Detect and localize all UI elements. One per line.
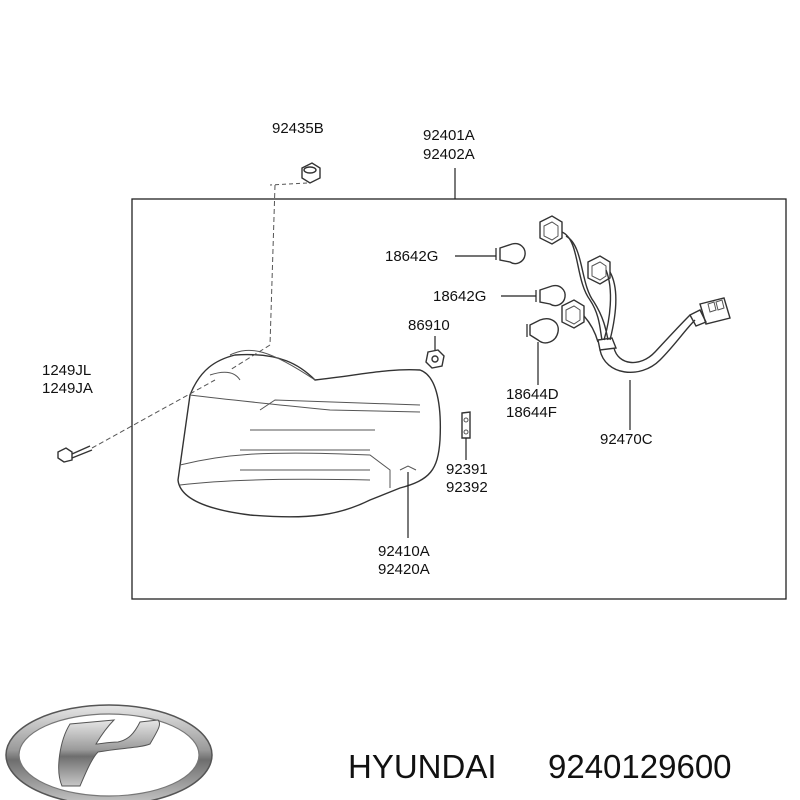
label-1249JA: 1249JA	[42, 380, 93, 397]
label-92435B: 92435B	[272, 120, 324, 137]
wiring-harness-icon	[561, 231, 731, 374]
label-18644F: 18644F	[506, 404, 557, 421]
label-18642G-upper: 18642G	[385, 248, 438, 265]
dash-screw	[91, 379, 216, 449]
label-86910: 86910	[408, 317, 450, 334]
socket-lower-icon	[561, 299, 585, 329]
label-92391: 92391	[446, 461, 488, 478]
socket-middle-icon	[587, 255, 611, 285]
part-number: 9240129600	[548, 748, 732, 785]
label-92420A: 92420A	[378, 561, 430, 578]
label-18642G-lower: 18642G	[433, 288, 486, 305]
label-92410A: 92410A	[378, 543, 430, 560]
leader-92435B	[269, 182, 308, 186]
dash-92435B-vertical	[269, 184, 276, 346]
nut-92435B-icon	[301, 162, 321, 184]
clip-86910-icon	[425, 349, 445, 369]
bulb-18644D-icon	[526, 318, 559, 344]
bulb-18642G-upper-icon	[495, 242, 526, 265]
label-18644D: 18644D	[506, 386, 559, 403]
lamp-housing-icon	[177, 349, 442, 518]
label-92401A: 92401A	[423, 127, 475, 144]
label-92392: 92392	[446, 479, 488, 496]
bulb-18642G-lower-icon	[535, 284, 566, 307]
label-1249JL: 1249JL	[42, 362, 91, 379]
bracket-92391-icon	[461, 411, 471, 439]
dash-92435B-housing	[229, 344, 271, 371]
lens-marker	[399, 465, 417, 471]
assembly-frame	[131, 198, 787, 600]
screw-1249JL-icon	[57, 445, 93, 463]
label-92470C: 92470C	[600, 431, 653, 448]
socket-upper-icon	[539, 215, 563, 245]
brand-text: HYUNDAI	[348, 748, 497, 785]
label-92402A: 92402A	[423, 146, 475, 163]
hyundai-logo-icon	[5, 704, 213, 800]
